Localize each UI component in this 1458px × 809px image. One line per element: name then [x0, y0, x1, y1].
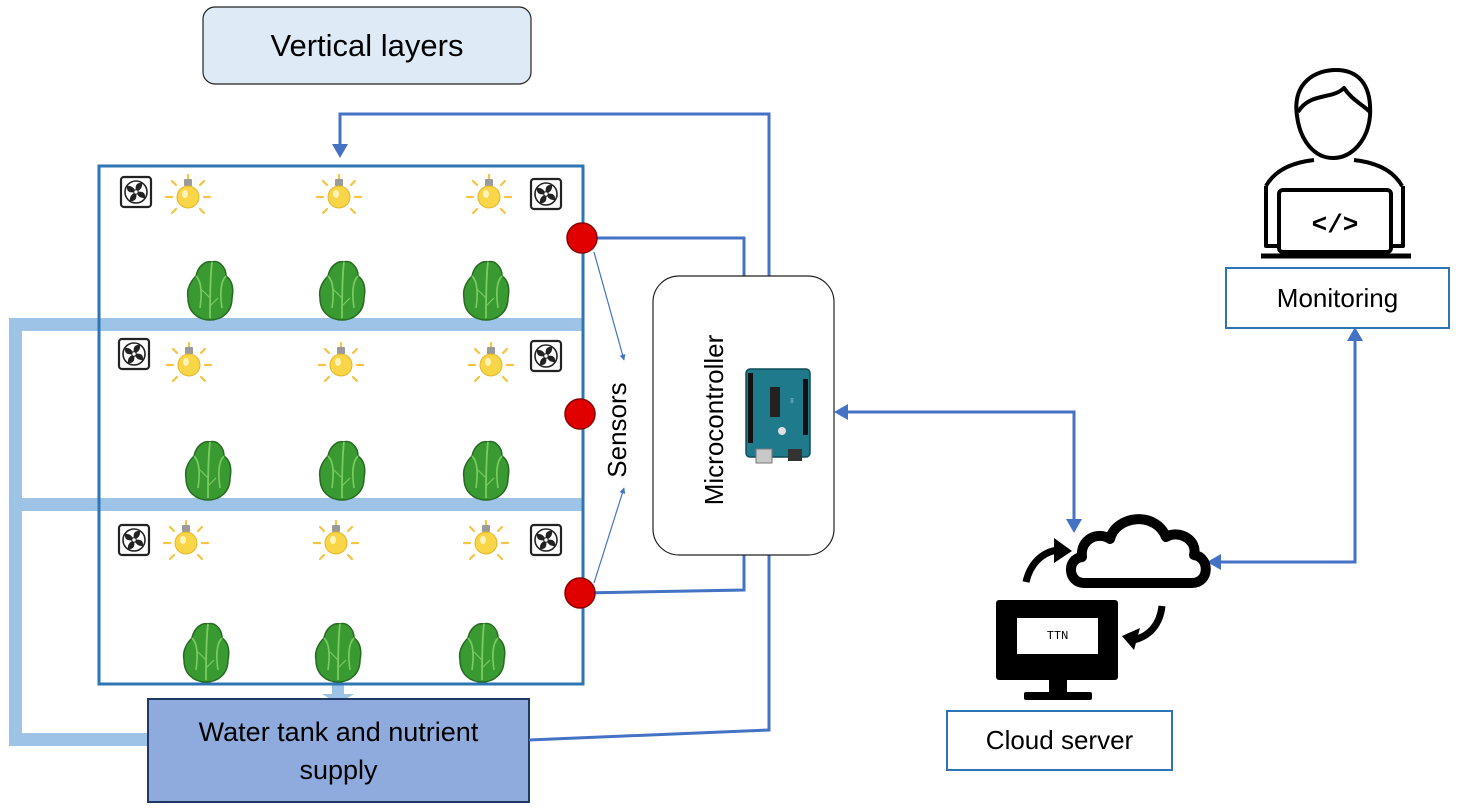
- light-bulb-icon: [315, 173, 363, 215]
- fan-icon: [529, 177, 563, 211]
- sensor-arrows: [593, 251, 626, 584]
- monitoring-box: [1225, 267, 1450, 329]
- pipe-to-tank: [9, 733, 149, 746]
- sensor-dot: [564, 577, 596, 609]
- code-glyph: </>: [1312, 210, 1359, 240]
- vertical-farm-frame: [97, 164, 585, 686]
- arrowhead: [1347, 327, 1363, 341]
- light-bulb-icon: [162, 519, 210, 561]
- monitoring-label: Monitoring: [1276, 282, 1399, 313]
- lettuce-icon: [182, 622, 230, 683]
- arrowhead: [1066, 519, 1082, 533]
- arrowhead: [834, 404, 848, 420]
- pipe-top: [9, 318, 582, 331]
- light-bulb-icon: [462, 519, 510, 561]
- light-bulb-icon: [467, 341, 515, 383]
- pipe-vertical: [9, 318, 22, 745]
- cloud-server-label: Cloud server: [985, 725, 1134, 755]
- lettuce-icon: [318, 440, 366, 501]
- lettuce-icon: [318, 260, 366, 321]
- sensor-dot: [566, 222, 598, 254]
- fan-icon: [117, 337, 151, 371]
- lettuce-icon: [314, 622, 362, 683]
- developer-icon: [1261, 68, 1411, 259]
- sensors-label: Sensors: [601, 382, 632, 478]
- lettuce-icon: [186, 260, 234, 321]
- controller-cloud-line: [842, 410, 1076, 525]
- lettuce-icon: [458, 622, 506, 683]
- connectors: [338, 112, 1357, 742]
- arrowheads: [332, 144, 1363, 570]
- fan-icon: [529, 339, 563, 373]
- lettuce-icon: [184, 440, 232, 501]
- arduino-board-icon: ∞: [745, 368, 811, 464]
- water-tank-label: Water tank and nutrient supply: [198, 716, 479, 785]
- cloud-icon: [1066, 514, 1211, 588]
- drain-stub: [332, 684, 344, 696]
- cycle-arrowhead: [1054, 538, 1140, 650]
- svg-text:∞: ∞: [789, 398, 796, 403]
- cloud-server-box: [946, 710, 1173, 771]
- pipe-bottom: [9, 498, 582, 511]
- monitor-icon: [996, 600, 1118, 700]
- sensor-top-line: [582, 236, 746, 276]
- light-bulb-icon: [165, 341, 213, 383]
- lettuce-icon: [462, 260, 510, 321]
- ttn-label: TTN: [1046, 629, 1069, 643]
- sensor-bottom-line: [581, 555, 746, 595]
- cloud-monitoring-line: [1215, 335, 1357, 564]
- fan-icon: [529, 523, 563, 557]
- light-bulb-icon: [312, 519, 360, 561]
- light-bulb-icon: [317, 341, 365, 383]
- pipes: [9, 318, 582, 746]
- light-bulb-icon: [465, 173, 513, 215]
- lettuce-icon: [462, 440, 510, 501]
- water-tank-box: [147, 698, 530, 803]
- microcontroller-box: [652, 275, 835, 556]
- sensors: [564, 222, 598, 609]
- title-box: [202, 6, 532, 85]
- arrowhead: [332, 144, 348, 158]
- sensor-dot: [564, 398, 596, 430]
- title-label: Vertical layers: [270, 27, 464, 63]
- fan-icon: [119, 175, 153, 209]
- fan-icon: [117, 523, 151, 557]
- controller-to-layers-line: [338, 112, 771, 276]
- tank-line: [528, 555, 771, 742]
- microcontroller-label: Microcontroller: [698, 334, 729, 506]
- light-bulb-icon: [164, 173, 212, 215]
- sensor-arrow: [593, 251, 626, 361]
- arrowhead: [1207, 554, 1221, 570]
- sensor-arrow: [593, 487, 626, 584]
